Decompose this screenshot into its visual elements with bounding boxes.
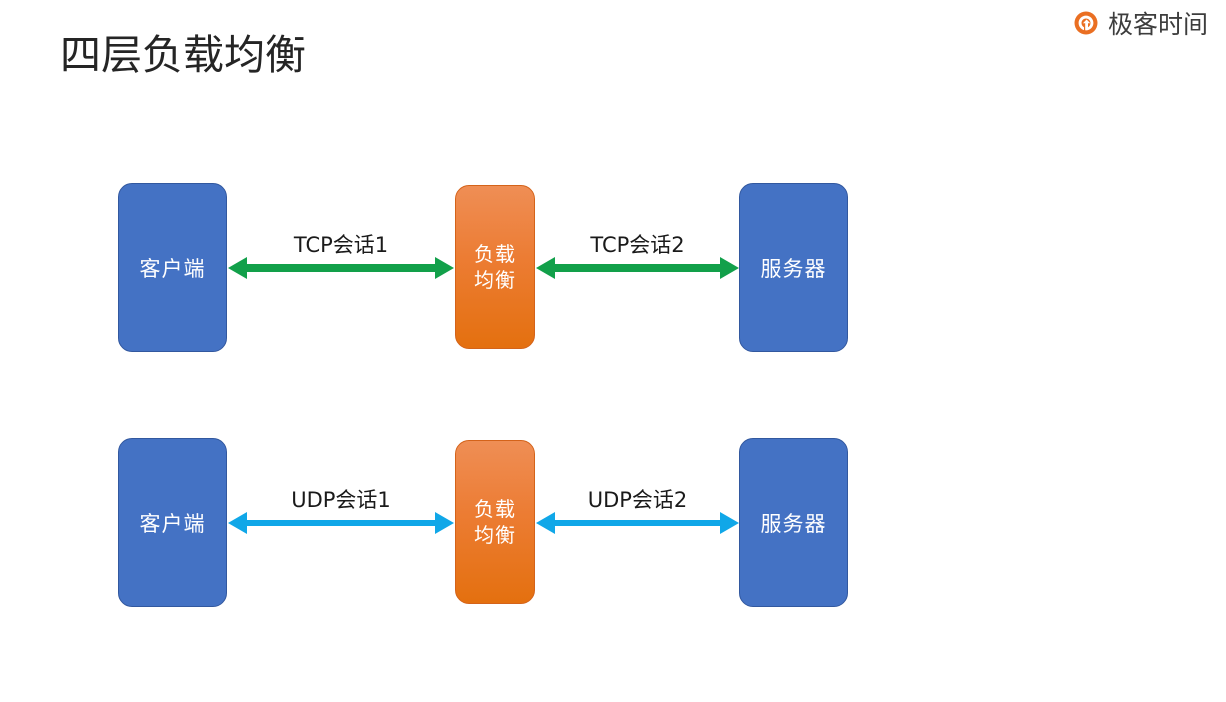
- arrow-shaft: [246, 520, 436, 526]
- arrow-tcp-client-loadbalancer: [228, 256, 454, 280]
- node-client-udp[interactable]: 客户端: [118, 438, 227, 607]
- arrowhead-right-icon: [435, 512, 454, 534]
- node-server-udp-label: 服务器: [760, 511, 827, 536]
- node-server-udp[interactable]: 服务器: [739, 438, 848, 607]
- brand-name: 极客时间: [1107, 9, 1208, 39]
- arrow-udp-loadbalancer-server: [536, 511, 739, 535]
- arrowhead-right-icon: [720, 257, 739, 279]
- brand-logo: 极客时间: [1071, 9, 1208, 39]
- node-client-tcp-label: 客户端: [139, 256, 206, 281]
- page-title: 四层负载均衡: [60, 31, 306, 79]
- edge-label-udp-session-1: UDP会话1: [291, 488, 391, 512]
- arrowhead-right-icon: [435, 257, 454, 279]
- node-lb-tcp-label-line2: 均衡: [474, 268, 516, 292]
- arrow-shaft: [554, 264, 721, 272]
- edge-label-tcp-session-2: TCP会话2: [590, 233, 685, 257]
- arrowhead-left-icon: [228, 257, 247, 279]
- node-server-tcp[interactable]: 服务器: [739, 183, 848, 352]
- arrowhead-left-icon: [536, 512, 555, 534]
- tcp-flow-row: 客户端 负载 均衡 服务器 TCP会话1 TCP会话2: [0, 183, 1226, 363]
- geektime-circle-icon: [1071, 9, 1101, 39]
- arrow-udp-client-loadbalancer: [228, 511, 454, 535]
- arrowhead-right-icon: [720, 512, 739, 534]
- arrowhead-left-icon: [228, 512, 247, 534]
- node-lb-tcp-label-line1: 负载: [474, 241, 516, 266]
- arrow-tcp-loadbalancer-server: [536, 256, 739, 280]
- arrowhead-left-icon: [536, 257, 555, 279]
- edge-label-tcp-session-1: TCP会话1: [293, 233, 389, 257]
- edge-label-udp-session-2: UDP会话2: [587, 488, 688, 512]
- arrow-shaft: [246, 264, 436, 272]
- node-lb-udp-label-line2: 均衡: [474, 523, 516, 547]
- node-client-tcp[interactable]: 客户端: [118, 183, 227, 352]
- arrow-shaft: [554, 520, 721, 526]
- node-load-balancer-tcp[interactable]: 负载 均衡: [455, 185, 535, 349]
- udp-flow-row: 客户端 负载 均衡 服务器 UDP会话1 UDP会话2: [0, 438, 1226, 618]
- node-client-udp-label: 客户端: [139, 511, 206, 536]
- node-lb-udp-label-line1: 负载: [474, 496, 516, 521]
- node-server-tcp-label: 服务器: [760, 256, 827, 281]
- node-load-balancer-udp[interactable]: 负载 均衡: [455, 440, 535, 604]
